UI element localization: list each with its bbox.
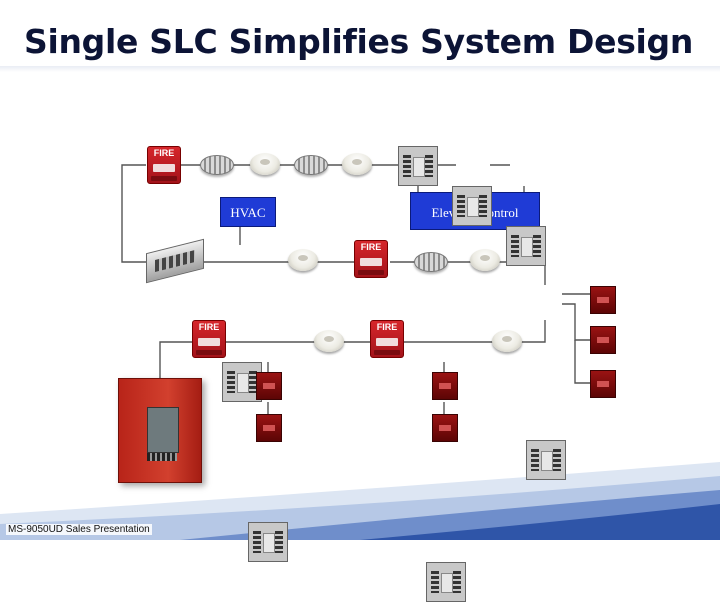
pull-station: FIRE [147,146,181,184]
control-module-icon [398,146,438,186]
control-module-icon [452,186,492,226]
relay-module-icon [256,414,282,442]
smoke-detector-icon [288,249,318,271]
slide-title: Single SLC Simplifies System Design [24,22,694,61]
smoke-detector-icon [342,153,372,175]
pull-station-text: FIRE [153,148,175,158]
control-module-icon [506,226,546,266]
horn-speaker-icon [414,252,448,272]
horn-speaker-icon [294,155,328,175]
title-divider [0,66,720,72]
control-module-icon [426,562,466,602]
relay-module-icon [432,414,458,442]
relay-module-icon [590,370,616,398]
horn-speaker-icon [200,155,234,175]
pull-station-text: FIRE [376,322,398,332]
smoke-detector-icon [250,153,280,175]
panel-keypad [147,453,177,461]
pull-station: FIRE [192,320,226,358]
smoke-detector-icon [314,330,344,352]
relay-module-icon [590,286,616,314]
relay-module-icon [590,326,616,354]
fire-alarm-control-panel [118,378,202,483]
pull-station: FIRE [370,320,404,358]
relay-module-icon [256,372,282,400]
smoke-detector-icon [492,330,522,352]
control-module-icon [248,522,288,562]
pull-station-text: FIRE [360,242,382,252]
control-module-icon [526,440,566,480]
panel-display [147,407,179,453]
pull-station: FIRE [354,240,388,278]
footer-swoosh [0,462,720,540]
relay-module-icon [432,372,458,400]
hvac-label: HVAC [220,197,276,227]
smoke-detector-icon [470,249,500,271]
pull-station-text: FIRE [198,322,220,332]
footer-label: MS-9050UD Sales Presentation [6,524,152,535]
